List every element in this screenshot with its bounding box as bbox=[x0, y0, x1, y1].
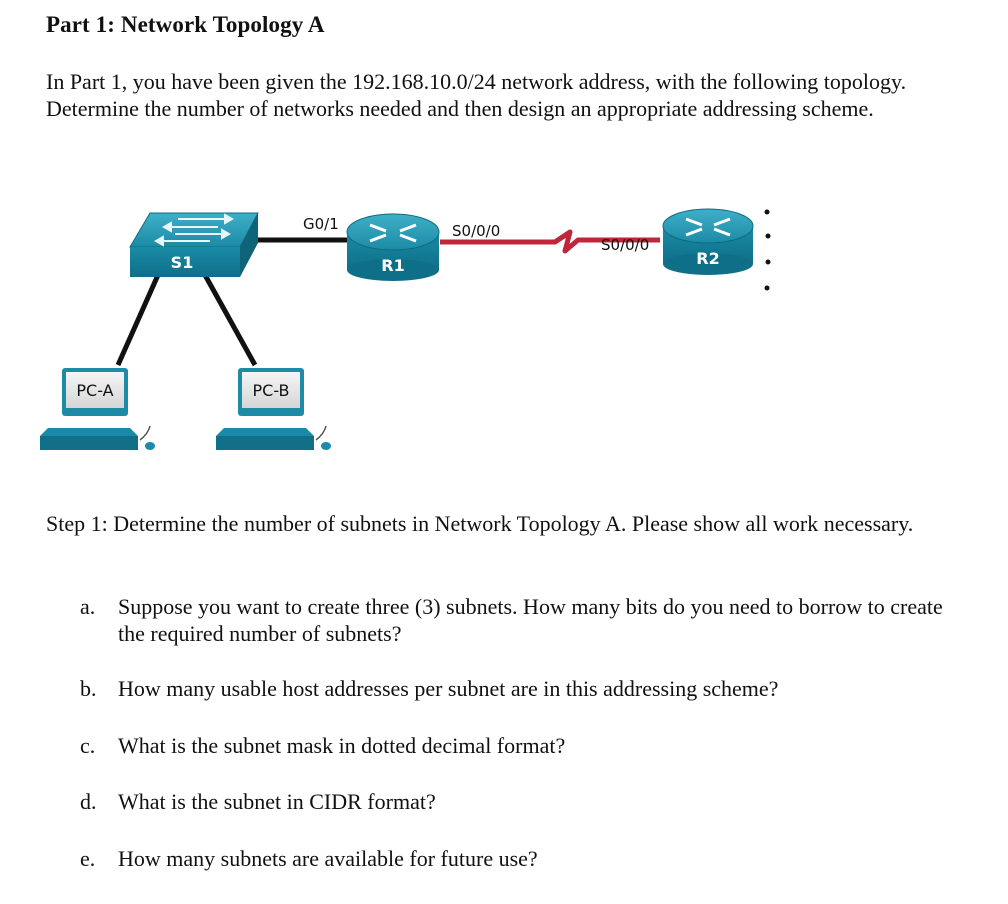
question-letter: d. bbox=[80, 789, 97, 814]
question-text: Suppose you want to create three (3) sub… bbox=[118, 594, 943, 646]
router-arrows-icon bbox=[369, 223, 417, 243]
question-text: What is the subnet in CIDR format? bbox=[118, 789, 436, 814]
page-title: Part 1: Network Topology A bbox=[46, 12, 325, 37]
pc-b: PC-B bbox=[216, 368, 331, 450]
iface-r1-serial-label: S0/0/0 bbox=[452, 222, 500, 240]
iface-r1-lan-label: G0/1 bbox=[303, 215, 339, 233]
ellipsis-dots bbox=[764, 209, 771, 291]
switch-arrows-icon bbox=[153, 213, 235, 247]
router-arrows-icon bbox=[685, 217, 731, 237]
link-s1-pca bbox=[115, 273, 161, 367]
network-topology-diagram: S1 R1 R2 G0/1 S0/0/0 S0/0/0 bbox=[40, 208, 771, 450]
question-letter: c. bbox=[80, 733, 96, 758]
router-r1-label: R1 bbox=[381, 256, 404, 275]
switch-s1-label: S1 bbox=[171, 253, 194, 272]
pc-b-label: PC-B bbox=[253, 381, 290, 400]
intro-paragraph: In Part 1, you have been given the 192.1… bbox=[46, 69, 907, 121]
router-r2: R2 bbox=[662, 208, 754, 275]
question-letter: b. bbox=[80, 676, 97, 701]
question-text: How many subnets are available for futur… bbox=[118, 846, 538, 871]
pc-a: PC-A bbox=[40, 368, 155, 450]
link-s1-pcb bbox=[202, 273, 258, 367]
question-text: How many usable host addresses per subne… bbox=[118, 676, 779, 701]
router-r2-label: R2 bbox=[696, 249, 719, 268]
question-text: What is the subnet mask in dotted decima… bbox=[118, 733, 566, 758]
question-letter: e. bbox=[80, 846, 96, 871]
step-1-instruction: Step 1: Determine the number of subnets … bbox=[46, 511, 914, 536]
iface-r2-serial-label: S0/0/0 bbox=[601, 236, 649, 254]
switch-s1: S1 bbox=[129, 212, 259, 277]
question-letter: a. bbox=[80, 594, 96, 619]
router-r1: R1 bbox=[346, 213, 440, 281]
pc-a-label: PC-A bbox=[76, 381, 113, 400]
serial-link-r1-r2 bbox=[440, 229, 660, 254]
